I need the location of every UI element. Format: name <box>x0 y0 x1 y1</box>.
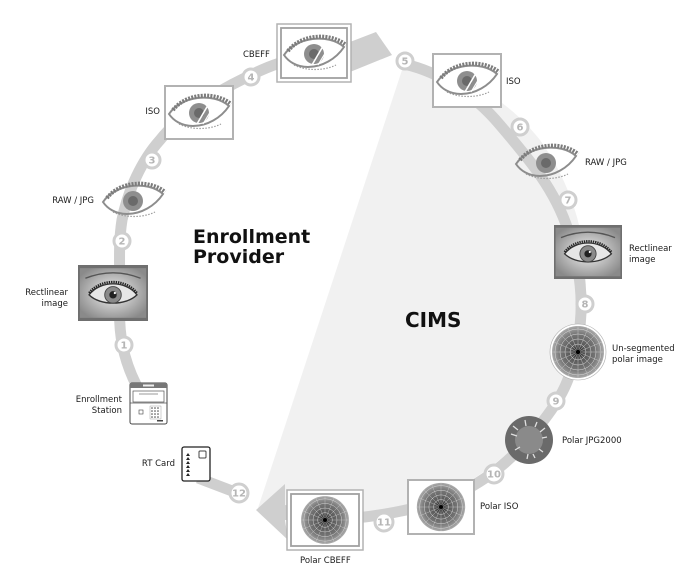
polar-jpg2000-label: Polar JPG2000 <box>562 436 622 446</box>
enrollment-provider-title: Enrollment Provider <box>193 226 311 268</box>
step-2: 2 <box>112 231 132 251</box>
cbeff-left-frame <box>276 23 352 83</box>
enrollment-station-label-line1: Enrollment <box>75 395 122 405</box>
enrollment-provider-line2: Provider <box>193 245 285 268</box>
unsegmented-polar-disc <box>549 323 607 381</box>
rt-card-icon <box>181 446 211 482</box>
enrollment-provider-line1: Enrollment <box>193 226 311 248</box>
svg-text:3: 3 <box>149 156 156 167</box>
svg-text:8: 8 <box>582 300 589 311</box>
unsegmented-polar-label-line1: Un-segmented <box>612 344 675 354</box>
enrollment-station-icon <box>129 382 168 425</box>
step-6: 6 <box>510 117 530 137</box>
raw-jpg-left-label: RAW / JPG <box>52 196 94 206</box>
rectlinear-left-frame <box>78 265 148 321</box>
raw-jpg-right-label: RAW / JPG <box>585 158 627 168</box>
arrow-head-top <box>350 32 392 72</box>
step-markers: 1 2 3 4 5 6 7 8 9 10 11 12 <box>112 51 595 533</box>
iso-right-frame <box>432 53 502 108</box>
cims-title: CIMS <box>405 308 462 332</box>
step-9: 9 <box>546 391 566 411</box>
svg-text:12: 12 <box>232 489 246 500</box>
step-7: 7 <box>558 190 578 210</box>
rectlinear-left-label-line1: Rectlinear <box>25 288 68 298</box>
rt-card-label: RT Card <box>141 459 175 469</box>
cims-region <box>258 64 586 524</box>
step-10: 10 <box>483 463 505 485</box>
enrollment-station-label: Enrollment Station <box>60 395 122 416</box>
svg-text:9: 9 <box>553 397 560 408</box>
rectlinear-left-label: Rectlinear image <box>10 288 68 309</box>
rectlinear-right-label-line1: Rectlinear <box>629 244 672 254</box>
step-3: 3 <box>142 150 162 170</box>
rectlinear-left-label-line2: image <box>41 298 68 309</box>
cbeff-left-label: CBEFF <box>243 50 270 60</box>
iso-left-label: ISO <box>145 107 160 117</box>
svg-text:10: 10 <box>487 470 501 481</box>
rectlinear-right-label-line2: image <box>629 254 656 265</box>
iso-left-frame <box>164 85 234 140</box>
svg-text:5: 5 <box>402 57 409 68</box>
polar-jpg2000-disc <box>505 416 553 464</box>
svg-text:11: 11 <box>377 518 391 529</box>
step-1: 1 <box>114 335 134 355</box>
rectlinear-right-label: Rectlinear image <box>629 244 672 265</box>
polar-cbeff-frame <box>286 489 364 551</box>
polar-iso-label: Polar ISO <box>480 502 519 512</box>
unsegmented-polar-label-line2: polar image <box>612 354 663 365</box>
enrollment-station-label-line2: Station <box>91 405 122 416</box>
step-12: 12 <box>228 482 250 504</box>
step-8: 8 <box>575 294 595 314</box>
iso-right-label: ISO <box>506 77 521 87</box>
svg-text:7: 7 <box>565 196 572 207</box>
polar-iso-frame <box>407 479 475 535</box>
rectlinear-right-frame <box>554 225 622 279</box>
step-11: 11 <box>373 511 395 533</box>
svg-text:2: 2 <box>119 237 126 248</box>
step-5: 5 <box>395 51 415 71</box>
svg-text:4: 4 <box>248 73 255 84</box>
step-4: 4 <box>241 67 261 87</box>
unsegmented-polar-label: Un-segmented polar image <box>612 344 675 365</box>
svg-text:6: 6 <box>517 123 524 134</box>
svg-text:1: 1 <box>121 341 128 352</box>
polar-cbeff-label: Polar CBEFF <box>300 556 351 566</box>
